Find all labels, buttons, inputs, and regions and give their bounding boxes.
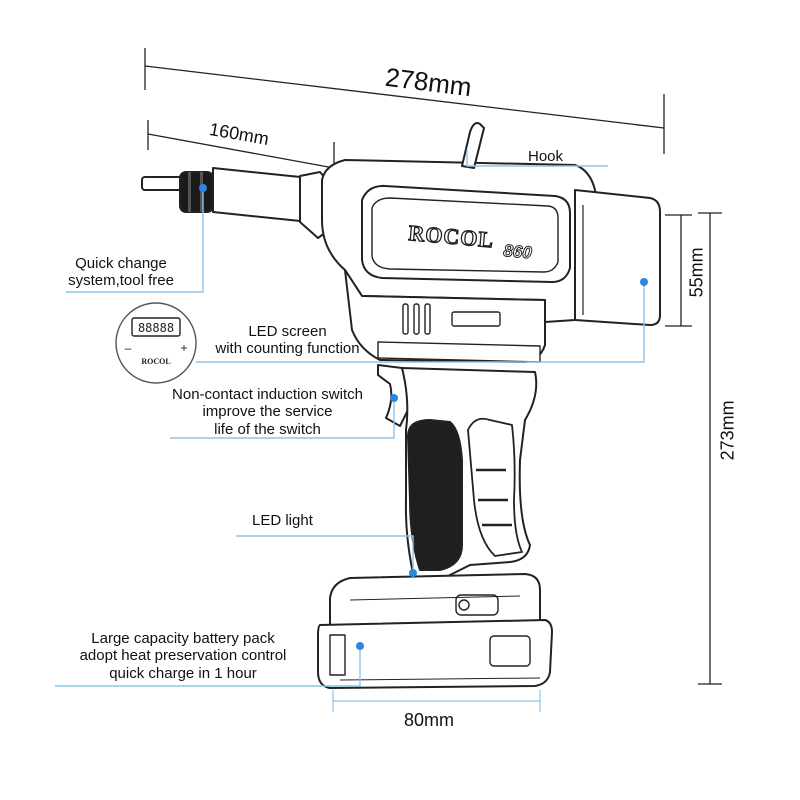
battery-width-label: 80mm [404, 710, 455, 730]
model-number: 860 [503, 241, 533, 262]
leader-lines [55, 150, 645, 687]
screen-logo: ROCOL [141, 357, 170, 366]
screen-plus-button: + [180, 341, 187, 355]
quick-change-line2: system,tool free [68, 272, 174, 290]
callout-dots [199, 184, 648, 650]
switch-line3: life of the switch [214, 420, 321, 438]
battery-line3: quick charge in 1 hour [109, 664, 257, 682]
led-screen-line1: LED screen [248, 323, 327, 340]
battery-label: Large capacity battery pack adopt heat p… [58, 630, 308, 682]
battery-dimension [332, 690, 541, 712]
head-diameter-label: 55mm [686, 247, 707, 298]
dimension-lines [144, 48, 722, 685]
quick-change-line1: Quick change [75, 255, 167, 272]
screen-minus-button: – [125, 341, 132, 355]
led-screen-line2: with counting function [215, 340, 360, 358]
hook-label: Hook [528, 148, 564, 165]
screen-digits: 88888 [138, 321, 174, 335]
quick-change-label: Quick change system,tool free [56, 255, 186, 290]
battery-line1: Large capacity battery pack [91, 630, 275, 647]
battery-line2: adopt heat preservation control [79, 647, 287, 665]
led-screen-label: LED screen with counting function [190, 323, 385, 358]
led-screen-inset: 88888 – + ROCOL [115, 302, 197, 384]
rivet-tool-drawing [141, 122, 661, 689]
switch-line2: improve the service [202, 403, 333, 421]
switch-label: Non-contact induction switch improve the… [150, 386, 385, 438]
switch-line1: Non-contact induction switch [172, 386, 363, 403]
total-height-label: 273mm [717, 400, 738, 461]
led-light-label: LED light [252, 512, 313, 529]
